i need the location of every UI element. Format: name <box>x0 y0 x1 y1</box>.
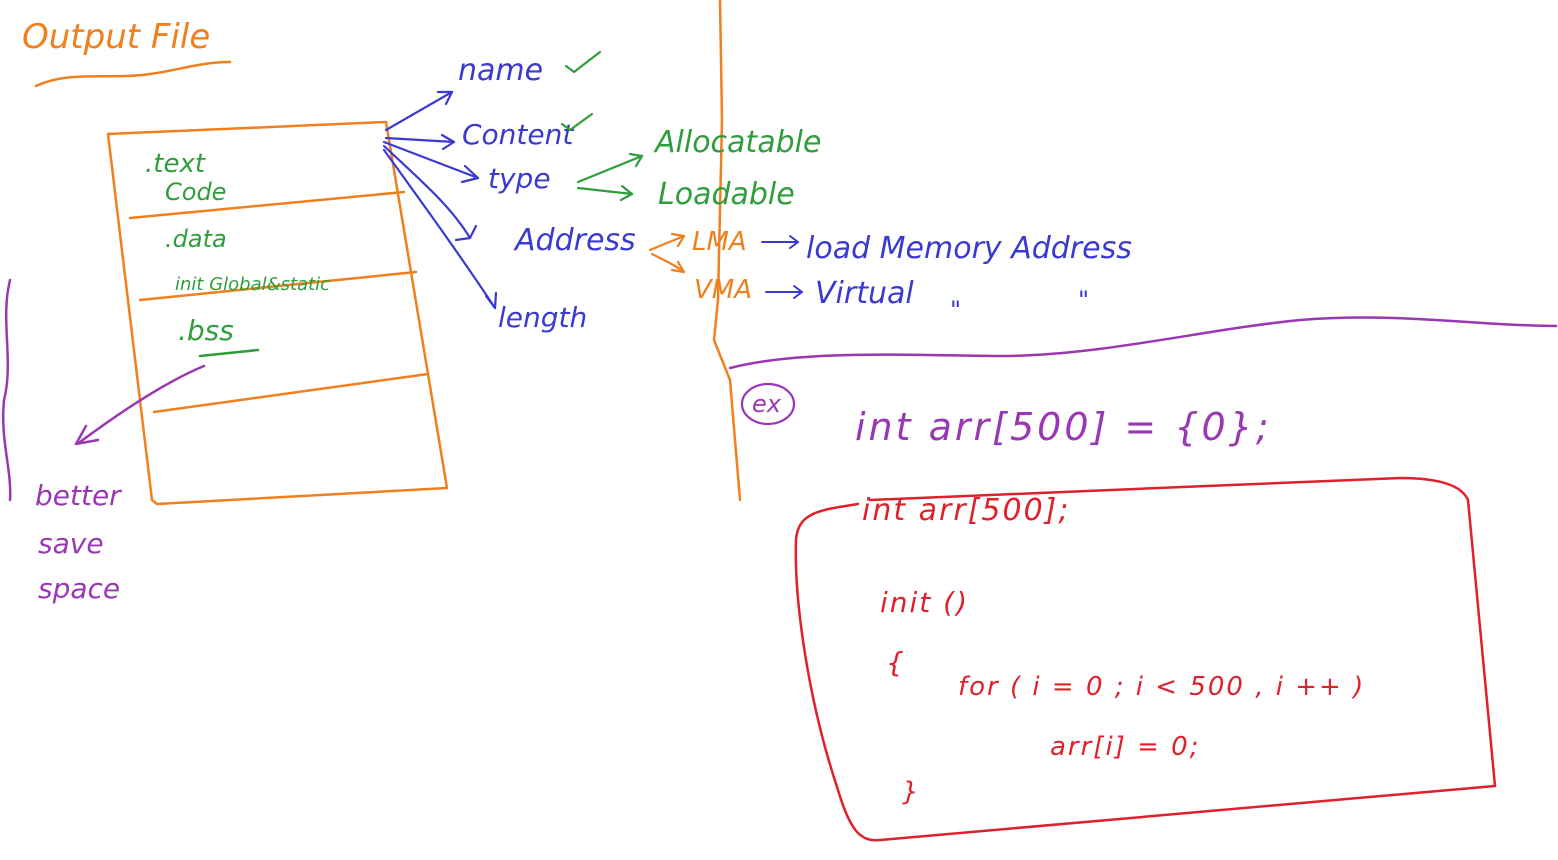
attr-address: Address <box>513 223 636 258</box>
text-data-divider <box>128 190 406 220</box>
lma-description: load Memory Address <box>806 231 1132 266</box>
section-text-label: .text <box>145 149 206 179</box>
note-better: better <box>35 479 122 512</box>
section-box <box>106 120 449 506</box>
note-save: save <box>38 527 104 560</box>
example-circle <box>740 382 796 426</box>
output-file-title: Output File <box>22 17 210 57</box>
address-lma-arrow <box>648 234 686 252</box>
attr-type: type <box>488 162 551 195</box>
example-statement: int arr[500] = {0}; <box>855 405 1272 449</box>
section-data-desc: init Global&static <box>175 274 330 295</box>
data-bss-divider <box>138 270 418 302</box>
type-allocatable: Allocatable <box>653 125 821 160</box>
example-label: ex <box>752 390 782 418</box>
code-line-open-brace: { <box>886 646 904 679</box>
attribute-arrows <box>382 90 498 310</box>
code-line-assign: arr[i] = 0; <box>1050 732 1200 762</box>
ditto-mark-1: " <box>950 296 961 324</box>
code-line-init: init () <box>880 586 969 619</box>
code-line-declaration: int arr[500]; <box>862 493 1070 528</box>
vertical-divider <box>712 0 742 502</box>
code-line-for: for ( i = 0 ; i < 500 , i ++ ) <box>958 672 1365 702</box>
left-edge-squiggle <box>1 278 12 502</box>
type-allocatable-arrow <box>576 154 644 184</box>
title-underline <box>34 60 232 88</box>
example-separator <box>728 316 1558 370</box>
type-loadable: Loadable <box>658 177 795 212</box>
attr-content: Content <box>462 118 574 151</box>
note-space: space <box>38 572 120 605</box>
address-lma: LMA <box>692 227 747 257</box>
bss-underline <box>198 348 260 358</box>
type-loadable-arrow <box>576 186 634 196</box>
section-bss-label: .bss <box>178 314 234 347</box>
code-line-close-brace: } <box>902 777 919 807</box>
address-vma: VMA <box>694 275 752 305</box>
content-check-icon <box>560 112 594 132</box>
vma-description: Virtual <box>815 276 914 311</box>
section-data-label: .data <box>165 225 227 253</box>
attr-name: name <box>458 53 543 88</box>
name-check-icon <box>564 50 602 74</box>
code-box <box>794 476 1497 842</box>
attr-length: length <box>498 301 587 334</box>
ditto-mark-2: " <box>1078 286 1089 314</box>
bss-note-arrow <box>78 364 206 444</box>
section-text-code: Code <box>165 178 226 206</box>
bss-empty-divider <box>152 372 430 414</box>
bss-note-arrowhead <box>74 424 100 446</box>
